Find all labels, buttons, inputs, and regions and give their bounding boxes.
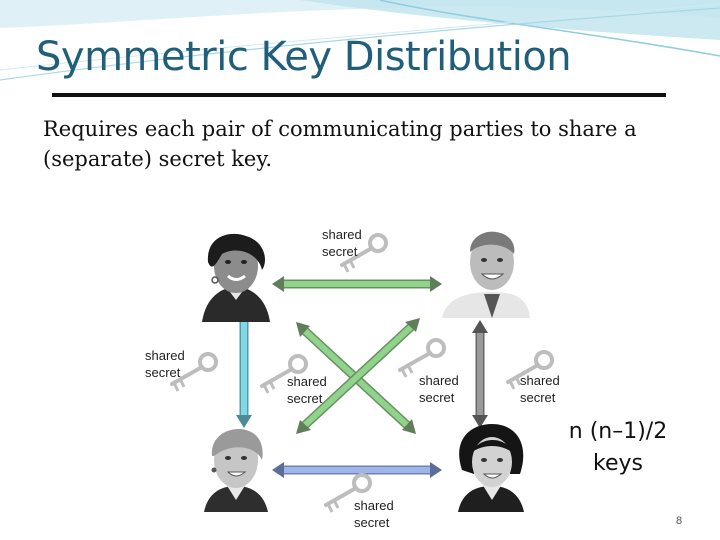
person-top-right-icon (442, 231, 530, 318)
label-line: shared (419, 373, 459, 388)
label-shared-secret-top: shared secret (322, 226, 362, 260)
label-shared-secret-right: shared secret (520, 372, 560, 406)
label-shared-secret-bottom: shared secret (354, 497, 394, 531)
body-text: Requires each pair of communicating part… (43, 117, 637, 171)
label-line: shared (520, 373, 560, 388)
label-line: secret (520, 390, 556, 405)
arrow-right (472, 320, 488, 428)
label-shared-secret-center-right: shared secret (419, 372, 459, 406)
page-number: 8 (676, 515, 683, 527)
header-decoration (0, 0, 720, 81)
arrow-bottom (272, 462, 442, 478)
label-line: secret (419, 390, 455, 405)
label-line: shared (145, 348, 185, 363)
label-line: secret (145, 365, 181, 380)
label-line: shared (354, 498, 394, 513)
label-shared-secret-left: shared secret (145, 347, 185, 381)
label-line: shared (287, 374, 327, 389)
arrow-top (272, 276, 442, 292)
title-divider (52, 93, 666, 97)
person-top-left-icon (202, 233, 270, 322)
person-bottom-right-icon (458, 424, 524, 512)
key-count-formula: n (n–1)/2 keys (548, 416, 688, 480)
label-shared-secret-center-left: shared secret (287, 373, 327, 407)
label-line: secret (322, 244, 358, 259)
formula-unit: keys (593, 451, 643, 476)
label-line: shared (322, 227, 362, 242)
label-line: secret (354, 515, 390, 530)
label-line: secret (287, 391, 323, 406)
arrow-left (236, 308, 252, 428)
person-bottom-left-icon (204, 429, 268, 512)
formula-expression: n (n–1)/2 (568, 419, 668, 444)
page-title: Symmetric Key Distribution (36, 34, 572, 80)
arrow-diagonal-b (296, 318, 420, 434)
